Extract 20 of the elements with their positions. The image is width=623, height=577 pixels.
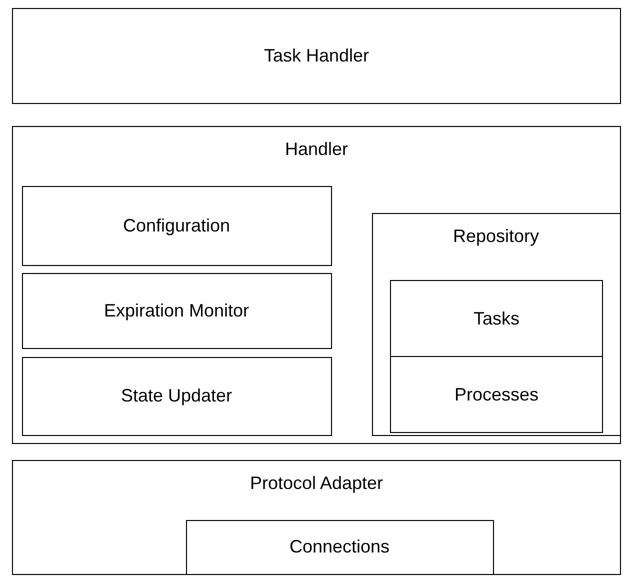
group-heading: Handler [284, 139, 348, 160]
component-box [390, 280, 603, 357]
group-heading: Protocol Adapter [250, 473, 384, 494]
container-box [12, 126, 621, 444]
component-box [22, 186, 332, 266]
component-label: Expiration Monitor [104, 300, 250, 321]
component-label: Configuration [122, 215, 230, 236]
container-box [372, 212, 620, 436]
component-box [12, 8, 621, 104]
component-box [186, 520, 494, 574]
group-heading: Repository [452, 226, 540, 246]
component-label: Connections [289, 536, 390, 558]
component-label: State Updater [120, 386, 232, 406]
component-box [22, 356, 332, 436]
component-box [22, 272, 332, 348]
container-box [12, 460, 621, 575]
component-box [390, 356, 603, 433]
component-label: Task Handler [264, 46, 370, 66]
component-label: Tasks [473, 308, 520, 329]
component-label: Processes [454, 384, 539, 405]
